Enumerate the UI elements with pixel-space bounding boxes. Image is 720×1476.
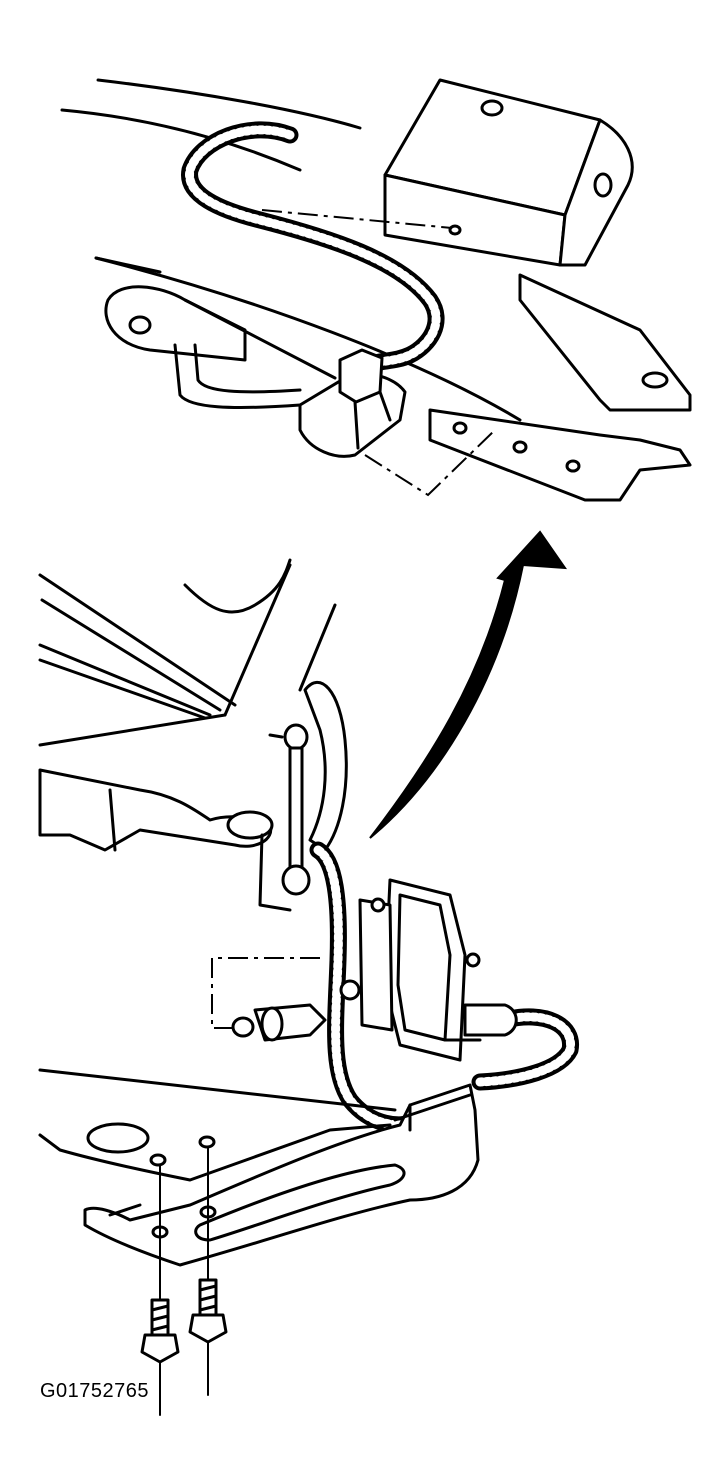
block-side-hole (593, 172, 613, 198)
alignment-line-block (261, 209, 453, 229)
frame-rail-upper (96, 78, 362, 130)
sensor-bracket-plate (83, 1083, 480, 1267)
body-panel-diag (38, 713, 227, 747)
bracket-bolt-hole-1 (149, 1153, 167, 1167)
body-panel-line-2 (40, 598, 222, 712)
link-rod-lower-ball (281, 864, 311, 896)
wiring-harness-top-wrap (185, 125, 441, 370)
control-arm-bushing (226, 810, 274, 840)
electrical-connector (298, 348, 407, 458)
left-mount-hole (128, 315, 152, 335)
sensor-connector (463, 1003, 518, 1037)
sensor-bracket (428, 273, 692, 502)
sensor-screw-side (465, 952, 481, 968)
wiring-harness-pigtail-wrap (475, 1012, 576, 1087)
figure-id-label: G01752765 (40, 1380, 150, 1402)
height-sensor (231, 878, 518, 1062)
sensor-link-rod (268, 723, 311, 896)
left-mount (94, 256, 302, 410)
block-front-hole (448, 224, 462, 236)
bracket-hole-right (565, 459, 581, 473)
sensor-lever-ball (231, 1016, 255, 1038)
body-panel-vertical-2 (298, 603, 337, 692)
sensor-screw-top (370, 897, 386, 913)
sensor-mount-plate (358, 898, 394, 1032)
body-panel-line-4 (38, 658, 207, 720)
mounting-bolt-2 (188, 1278, 228, 1344)
bracket-hole-left (452, 421, 468, 435)
frame-rail-lower-upper (60, 108, 302, 172)
leader-line (183, 298, 337, 380)
block-bolt-hole (480, 99, 504, 117)
control-arm (38, 768, 274, 852)
bracket-bolt-hole-2 (198, 1135, 216, 1149)
mounting-bolt-1 (140, 1298, 180, 1364)
sensor-screw-mid (339, 979, 361, 1001)
mounting-block (383, 78, 634, 267)
strut-bracket (303, 680, 348, 852)
bracket-hole-mid (512, 440, 528, 454)
body-panel-vertical (223, 563, 292, 717)
wiring-harness-lower-wrap (313, 845, 425, 1130)
frame-large-hole (86, 1122, 150, 1154)
main-view-assembly (38, 558, 579, 1416)
frame-crossmember-line (94, 256, 522, 422)
link-rod-upper-ball (283, 723, 309, 751)
bracket-slot (194, 1163, 406, 1242)
sensor-lever-pivot (260, 1006, 284, 1042)
bracket-hole (641, 371, 669, 389)
body-panel-line-3 (38, 643, 212, 717)
curved-arrow-icon (369, 530, 568, 839)
detail-view-connector (60, 78, 692, 502)
alignment-line-connector (364, 429, 496, 497)
body-panel-line-1 (38, 573, 237, 707)
alignment-line-sensor (211, 957, 320, 1029)
frame-mount-bracket (38, 1068, 480, 1267)
